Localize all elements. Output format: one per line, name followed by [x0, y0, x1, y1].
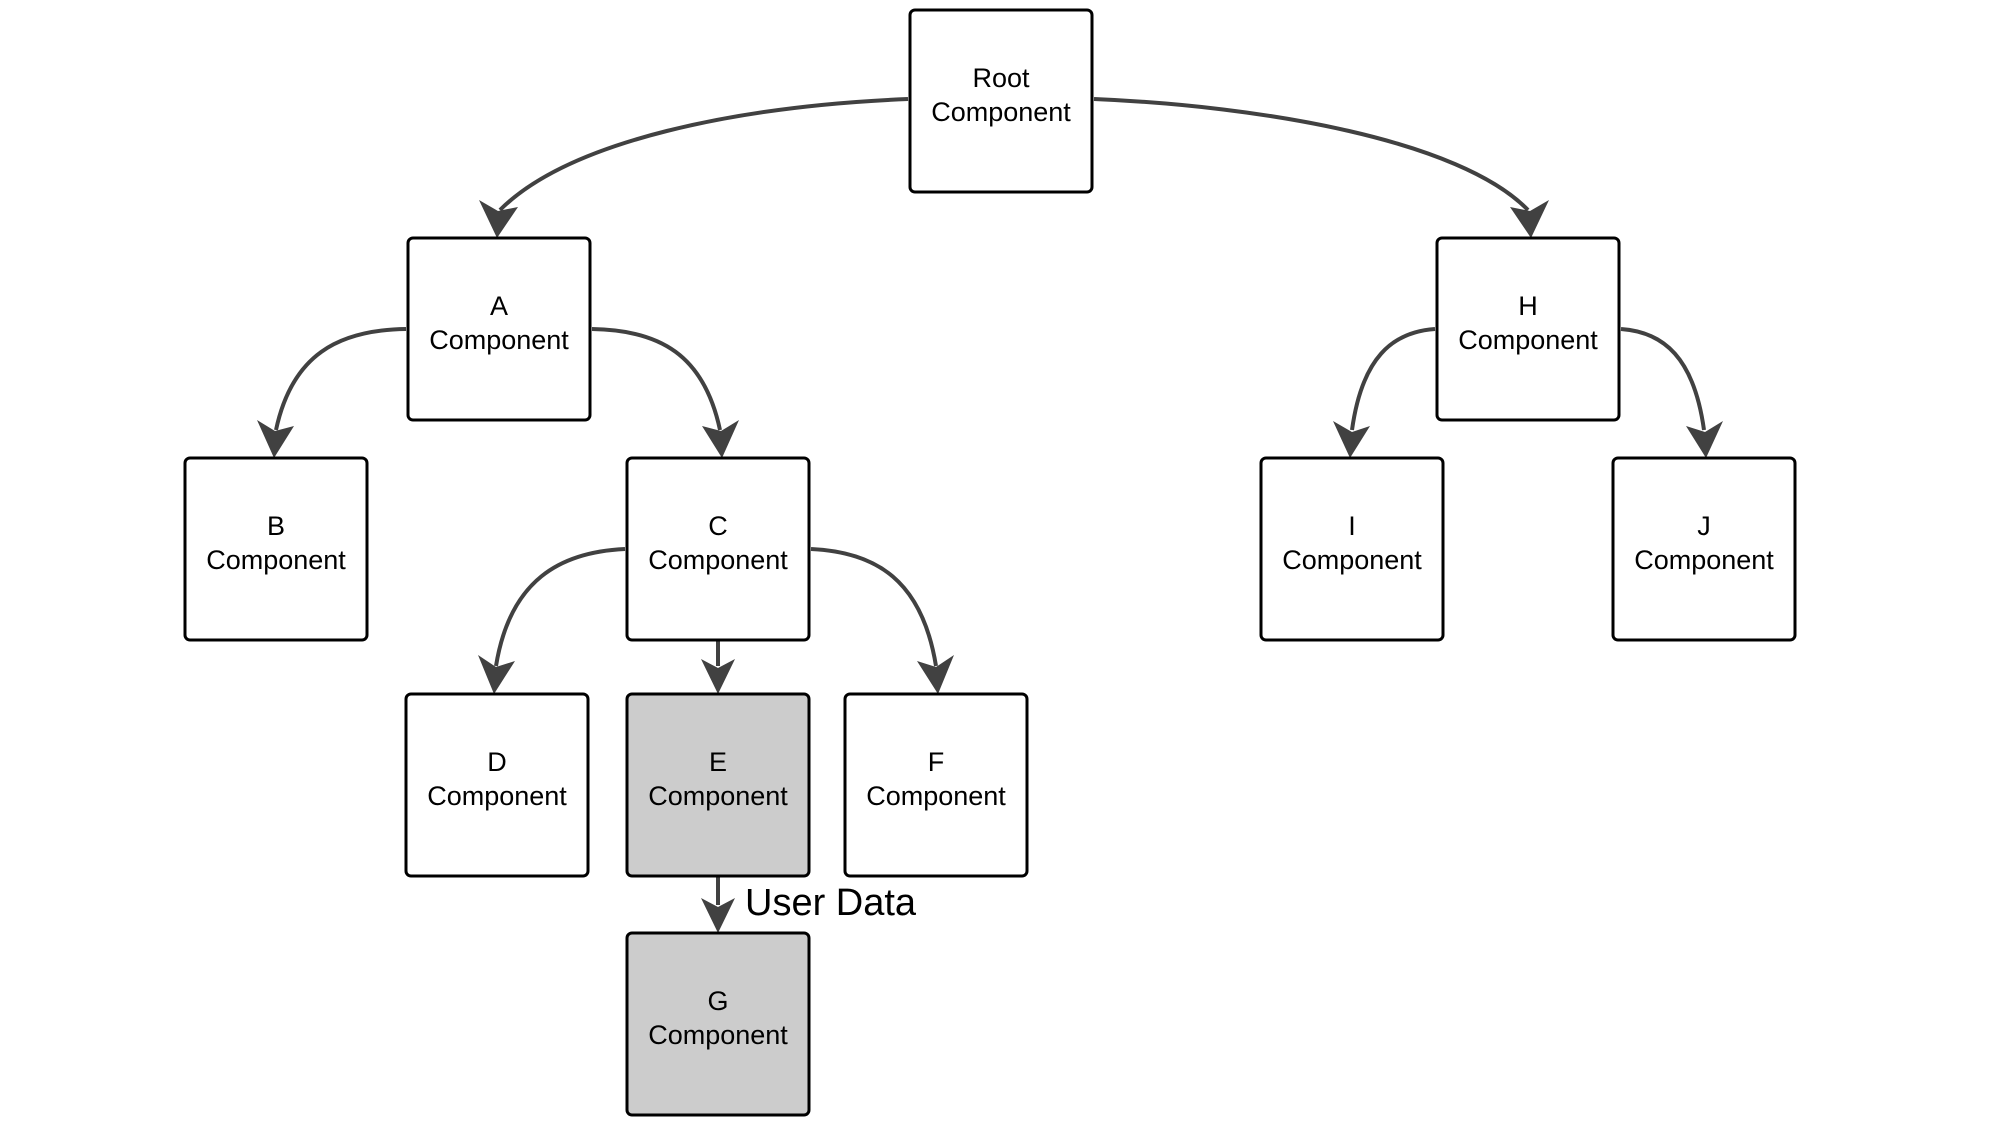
edge-a-to-b-path: [274, 327, 407, 431]
edge-h-to-j-path: [1620, 327, 1706, 431]
edge-layer: User Data: [257, 97, 1723, 933]
node-b-component-label-line2: Component: [206, 545, 346, 575]
edge-a-to-c: [591, 327, 739, 458]
node-j-component[interactable]: J Component: [1611, 456, 1797, 642]
node-d-component-box[interactable]: [404, 692, 590, 878]
node-d-component-label-line1: D: [487, 747, 507, 777]
node-g-component[interactable]: G Component: [625, 931, 811, 1117]
node-a-component-label-line1: A: [490, 291, 508, 321]
edge-h-to-i-path: [1350, 327, 1436, 431]
node-i-component-label-line1: I: [1348, 511, 1356, 541]
node-f-component-label-line1: F: [928, 747, 945, 777]
edge-e-to-g: User Data: [701, 876, 917, 933]
node-root-component[interactable]: Root Component: [908, 8, 1094, 194]
edge-a-to-b: [257, 327, 407, 458]
edge-h-to-i: [1333, 327, 1436, 458]
node-j-component-label-line2: Component: [1634, 545, 1774, 575]
node-a-component[interactable]: A Component: [406, 236, 592, 422]
node-h-component-label-line1: H: [1518, 291, 1538, 321]
edge-root-to-h-path: [1093, 97, 1530, 212]
node-c-component-box[interactable]: [625, 456, 811, 642]
node-g-component-label-line1: G: [707, 986, 728, 1016]
edge-a-to-b-arrowhead: [257, 420, 294, 458]
node-layer: Root Component A Component H Component B…: [183, 8, 1797, 1117]
node-d-component-label-line2: Component: [427, 781, 567, 811]
edge-c-to-f: [810, 547, 954, 694]
edge-c-to-d-path: [494, 547, 626, 667]
edge-label-user-data: User Data: [745, 882, 917, 924]
node-g-component-box[interactable]: [625, 931, 811, 1117]
node-e-component[interactable]: E Component: [625, 692, 811, 878]
node-e-component-box[interactable]: [625, 692, 811, 878]
node-j-component-label-line1: J: [1697, 511, 1711, 541]
node-i-component-label-line2: Component: [1282, 545, 1422, 575]
node-e-component-label-line1: E: [709, 747, 727, 777]
node-a-component-label-line2: Component: [429, 325, 569, 355]
node-b-component-box[interactable]: [183, 456, 369, 642]
node-h-component[interactable]: H Component: [1435, 236, 1621, 422]
node-b-component-label-line1: B: [267, 511, 285, 541]
node-h-component-label-line2: Component: [1458, 325, 1598, 355]
node-a-component-box[interactable]: [406, 236, 592, 422]
edge-a-to-c-path: [591, 327, 722, 431]
node-f-component-box[interactable]: [843, 692, 1029, 878]
edge-h-to-j-arrowhead: [1686, 421, 1723, 458]
node-f-component-label-line2: Component: [866, 781, 1006, 811]
node-root-component-label-line1: Root: [972, 63, 1030, 93]
edge-root-to-h: [1093, 97, 1549, 238]
node-c-component-label-line2: Component: [648, 545, 788, 575]
edge-c-to-f-path: [810, 547, 938, 667]
node-c-component-label-line1: C: [708, 511, 728, 541]
node-e-component-label-line2: Component: [648, 781, 788, 811]
edge-c-to-f-arrowhead: [917, 655, 954, 694]
node-f-component[interactable]: F Component: [843, 692, 1029, 878]
edge-c-to-e-arrowhead: [701, 659, 735, 694]
node-i-component[interactable]: I Component: [1259, 456, 1445, 642]
node-c-component[interactable]: C Component: [625, 456, 811, 642]
node-b-component[interactable]: B Component: [183, 456, 369, 642]
edge-root-to-a-arrowhead: [479, 200, 518, 238]
edge-root-to-a-path: [498, 97, 909, 212]
edge-root-to-a: [479, 97, 909, 238]
node-root-component-box[interactable]: [908, 8, 1094, 194]
edge-a-to-c-arrowhead: [702, 420, 739, 458]
node-d-component[interactable]: D Component: [404, 692, 590, 878]
edge-e-to-g-arrowhead: [701, 898, 735, 933]
edge-c-to-d: [478, 547, 626, 694]
edge-c-to-e: [701, 640, 735, 694]
node-h-component-box[interactable]: [1435, 236, 1621, 422]
node-j-component-box[interactable]: [1611, 456, 1797, 642]
edge-c-to-d-arrowhead: [478, 655, 515, 694]
edge-h-to-j: [1620, 327, 1723, 458]
node-root-component-label-line2: Component: [931, 97, 1071, 127]
edge-h-to-i-arrowhead: [1333, 421, 1370, 458]
node-i-component-box[interactable]: [1259, 456, 1445, 642]
node-g-component-label-line2: Component: [648, 1020, 788, 1050]
edge-root-to-h-arrowhead: [1510, 200, 1549, 238]
